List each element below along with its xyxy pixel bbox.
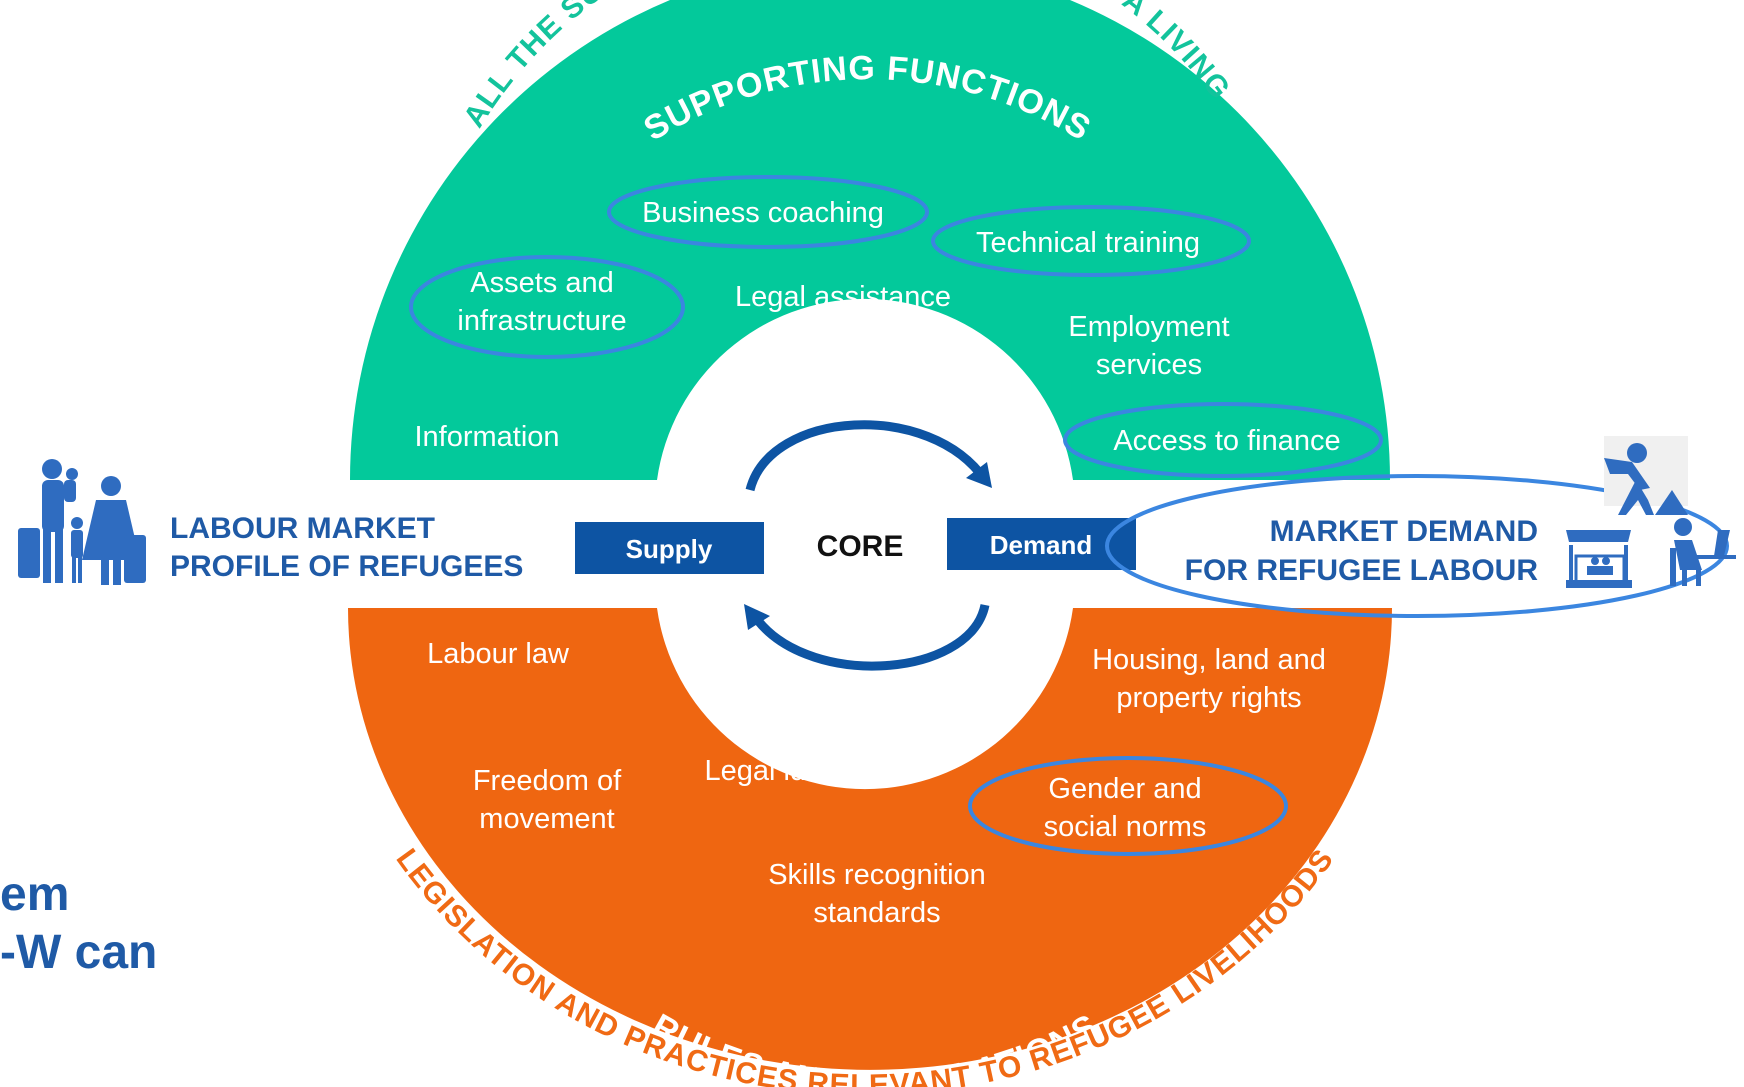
technical-training-highlight xyxy=(931,205,1251,277)
rules-regulations-band xyxy=(348,608,1392,1070)
employment-label-line2: services xyxy=(1096,349,1202,381)
bottom-cycle-arrowhead xyxy=(744,604,770,630)
employment-label-line1: Employment xyxy=(1068,311,1229,343)
legal-assistance-label: Legal assistance xyxy=(735,281,951,313)
market-stall-icon xyxy=(1566,530,1632,588)
core-label: CORE xyxy=(817,530,904,563)
top-cycle-arrow xyxy=(745,420,989,492)
cut-text-line1: em xyxy=(0,868,69,921)
refugee-family-icon xyxy=(18,459,146,585)
housing-label-line1: Housing, land and xyxy=(1092,644,1326,676)
market-demand-highlight xyxy=(1105,474,1729,618)
technical-training-label: Technical training xyxy=(976,227,1200,259)
business-coaching-highlight xyxy=(607,175,929,249)
supply-box xyxy=(575,522,764,574)
cut-text-line2: -W can xyxy=(0,926,157,979)
gender-label-line2: social norms xyxy=(1044,811,1207,843)
legal-identity-label: Legal identity xyxy=(705,755,876,787)
office-worker-icon xyxy=(1670,518,1736,586)
assets-label-line2: infrastructure xyxy=(457,305,626,337)
assets-highlight xyxy=(409,255,685,359)
demand-label: Demand xyxy=(990,530,1093,560)
top-cycle-arrowhead xyxy=(966,462,992,488)
information-label: Information xyxy=(414,421,559,453)
access-to-finance-label: Access to finance xyxy=(1113,425,1340,457)
right-label-line1: MARKET DEMAND xyxy=(1270,515,1538,548)
left-label-line2: PROFILE OF REFUGEES xyxy=(170,550,523,583)
access-to-finance-highlight xyxy=(1063,402,1383,478)
gender-highlight xyxy=(968,756,1288,856)
labour-law-label: Labour law xyxy=(427,638,570,670)
supply-label: Supply xyxy=(626,534,713,564)
demand-box xyxy=(947,518,1136,570)
assets-label-line1: Assets and xyxy=(470,267,613,299)
right-label-line2: FOR REFUGEE LABOUR xyxy=(1185,554,1539,587)
skills-label-line2: standards xyxy=(813,897,940,929)
business-coaching-label: Business coaching xyxy=(642,197,884,229)
housing-label-line2: property rights xyxy=(1116,682,1301,714)
freedom-label-line2: movement xyxy=(479,803,614,835)
skills-label-line1: Skills recognition xyxy=(768,859,986,891)
gender-label-line1: Gender and xyxy=(1048,773,1201,805)
bottom-cycle-arrow xyxy=(748,603,990,671)
freedom-label-line1: Freedom of xyxy=(473,765,622,797)
left-label-line1: LABOUR MARKET xyxy=(170,512,435,545)
construction-worker-icon xyxy=(1604,436,1688,515)
